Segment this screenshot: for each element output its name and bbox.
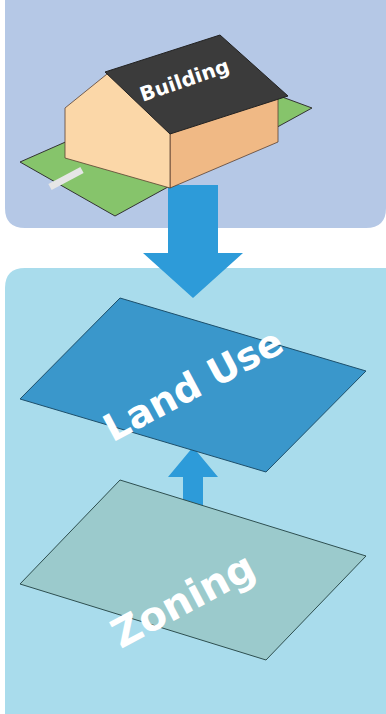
map-layer: Land Use bbox=[20, 298, 366, 472]
roof bbox=[105, 35, 288, 134]
plane-shape bbox=[20, 480, 366, 660]
flow-arrow bbox=[143, 185, 243, 298]
footpath bbox=[50, 170, 82, 187]
planning-panel bbox=[5, 268, 386, 714]
map-layer: Zoning bbox=[20, 480, 366, 660]
house-drawing bbox=[20, 30, 320, 220]
building-illustration: Building bbox=[20, 30, 320, 220]
plane-shape bbox=[20, 298, 366, 472]
